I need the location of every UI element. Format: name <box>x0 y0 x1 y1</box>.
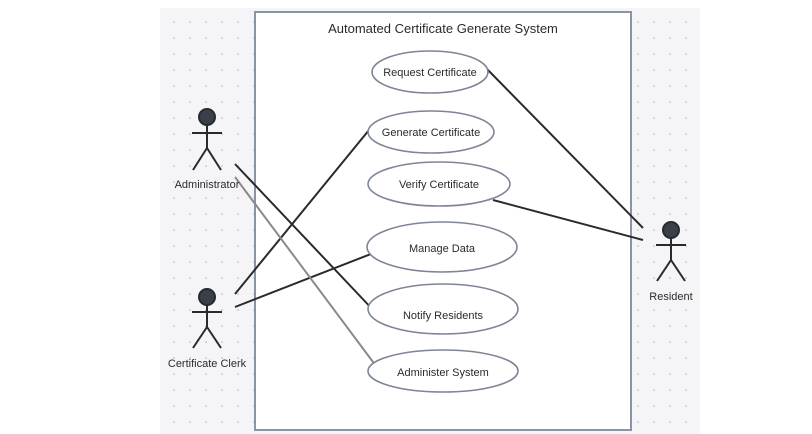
use-case-label: Notify Residents <box>403 310 484 322</box>
certificate-clerk-label: Certificate Clerk <box>168 358 247 370</box>
use-case-request-certificate[interactable] <box>371 50 489 94</box>
administrator-actor-icon[interactable] <box>192 108 222 171</box>
assoc-resident-request <box>485 67 644 229</box>
use-case-label: Verify Certificate <box>399 179 479 191</box>
use-case-generate-certificate[interactable] <box>367 110 495 154</box>
certificate-clerk-actor-icon[interactable] <box>192 288 222 349</box>
use-case-label: Administer System <box>397 367 489 379</box>
resident-actor-icon[interactable] <box>656 221 686 282</box>
use-case-administer-system[interactable] <box>367 349 519 393</box>
use-case-label: Manage Data <box>409 243 476 255</box>
assoc-admin-administer <box>234 176 377 367</box>
system-title: Automated Certificate Generate System <box>328 21 558 36</box>
assoc-admin-notify <box>234 163 377 314</box>
use-case-label: Request Certificate <box>383 67 477 79</box>
assoc-clerk-manage <box>234 251 377 308</box>
use-case-verify-certificate[interactable] <box>367 161 511 207</box>
use-case-manage-data[interactable] <box>366 221 518 273</box>
use-case-notify-residents[interactable] <box>367 283 519 335</box>
use-case-label: Generate Certificate <box>382 127 480 139</box>
resident-label: Resident <box>649 291 692 303</box>
administrator-label: Administrator <box>175 179 240 191</box>
assoc-resident-verify <box>492 199 644 241</box>
assoc-clerk-generate <box>234 129 370 295</box>
